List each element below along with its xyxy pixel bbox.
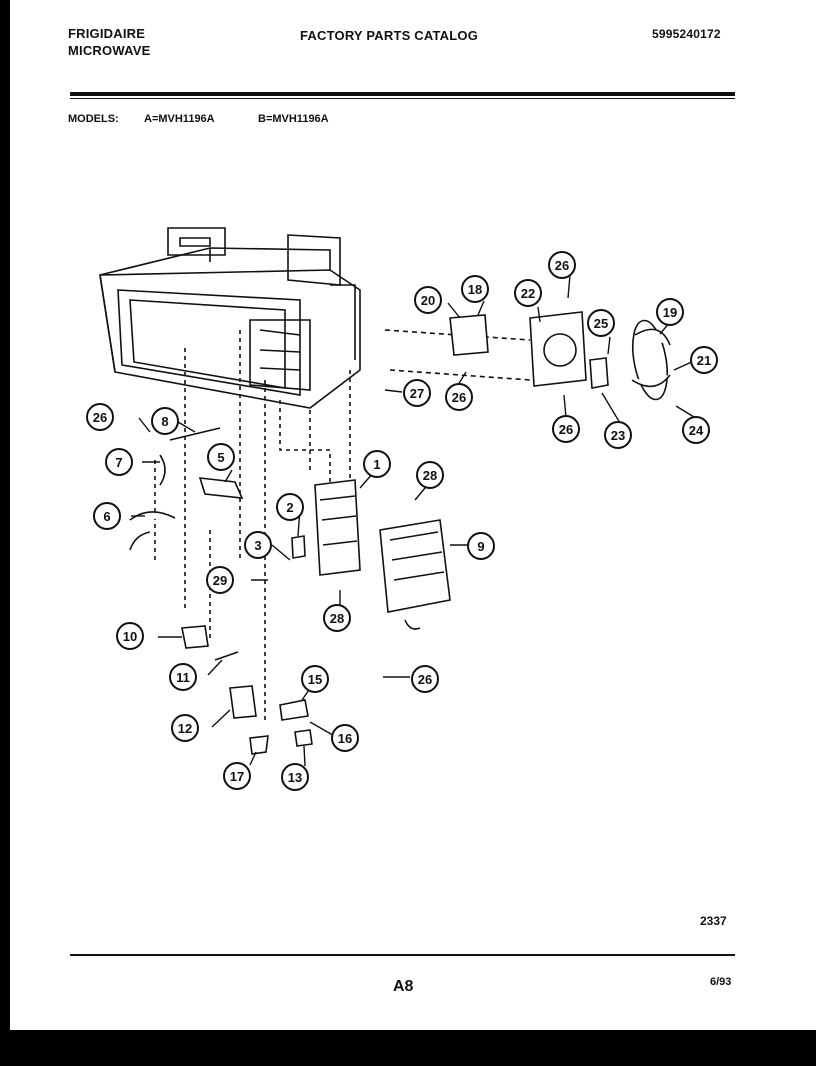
svg-text:29: 29 bbox=[213, 573, 227, 588]
catalog-page: FRIGIDAIRE MICROWAVE FACTORY PARTS CATAL… bbox=[10, 0, 816, 1030]
svg-text:1: 1 bbox=[373, 457, 380, 472]
svg-text:11: 11 bbox=[176, 670, 190, 685]
svg-text:26: 26 bbox=[555, 258, 569, 273]
exploded-parts-diagram: 26 8 7 5 6 1 9 28 2 3 29 10 11 12 15 16 … bbox=[86, 227, 718, 791]
svg-text:15: 15 bbox=[308, 672, 322, 687]
svg-text:2: 2 bbox=[286, 500, 293, 515]
svg-text:7: 7 bbox=[115, 455, 122, 470]
svg-text:26: 26 bbox=[452, 390, 466, 405]
microwave-cavity-drawing bbox=[99, 227, 531, 720]
callout-circles bbox=[86, 251, 718, 791]
catalog-number: 5995240172 bbox=[652, 27, 721, 41]
catalog-title: FACTORY PARTS CATALOG bbox=[300, 28, 479, 43]
model-b: B=MVH1196A bbox=[258, 113, 329, 125]
header-rule-thin bbox=[70, 98, 735, 99]
svg-text:25: 25 bbox=[594, 316, 608, 331]
svg-text:19: 19 bbox=[663, 305, 677, 320]
scan-border-left bbox=[0, 0, 10, 1030]
svg-text:18: 18 bbox=[468, 282, 482, 297]
svg-text:8: 8 bbox=[161, 414, 168, 429]
svg-text:28: 28 bbox=[423, 468, 437, 483]
page-label: A8 bbox=[393, 978, 414, 995]
drawing-number: 2337 bbox=[700, 914, 727, 928]
svg-text:12: 12 bbox=[178, 721, 192, 736]
svg-text:21: 21 bbox=[697, 353, 711, 368]
header-rule bbox=[70, 92, 735, 96]
svg-text:3: 3 bbox=[254, 538, 261, 553]
svg-text:10: 10 bbox=[123, 629, 137, 644]
callout-labels: 26 8 7 5 6 1 9 28 2 3 29 10 11 12 15 16 … bbox=[93, 258, 711, 785]
svg-text:17: 17 bbox=[230, 769, 244, 784]
svg-text:26: 26 bbox=[559, 422, 573, 437]
models-label: MODELS: bbox=[68, 113, 119, 125]
svg-text:20: 20 bbox=[421, 293, 435, 308]
svg-text:13: 13 bbox=[288, 770, 302, 785]
svg-text:26: 26 bbox=[418, 672, 432, 687]
product-type: MICROWAVE bbox=[68, 43, 151, 58]
revision-date: 6/93 bbox=[710, 976, 732, 988]
svg-text:9: 9 bbox=[477, 539, 484, 554]
svg-text:23: 23 bbox=[611, 428, 625, 443]
component-drawings bbox=[129, 311, 671, 755]
svg-text:28: 28 bbox=[330, 611, 344, 626]
brand-name: FRIGIDAIRE bbox=[68, 26, 146, 41]
scan-border-bottom bbox=[0, 1030, 816, 1066]
footer-rule bbox=[70, 954, 735, 956]
model-a: A=MVH1196A bbox=[144, 113, 215, 125]
svg-text:6: 6 bbox=[103, 509, 110, 524]
svg-text:24: 24 bbox=[689, 423, 704, 438]
svg-text:27: 27 bbox=[410, 386, 424, 401]
svg-text:16: 16 bbox=[338, 731, 352, 746]
svg-text:22: 22 bbox=[521, 286, 535, 301]
svg-text:26: 26 bbox=[93, 410, 107, 425]
svg-text:5: 5 bbox=[217, 450, 224, 465]
